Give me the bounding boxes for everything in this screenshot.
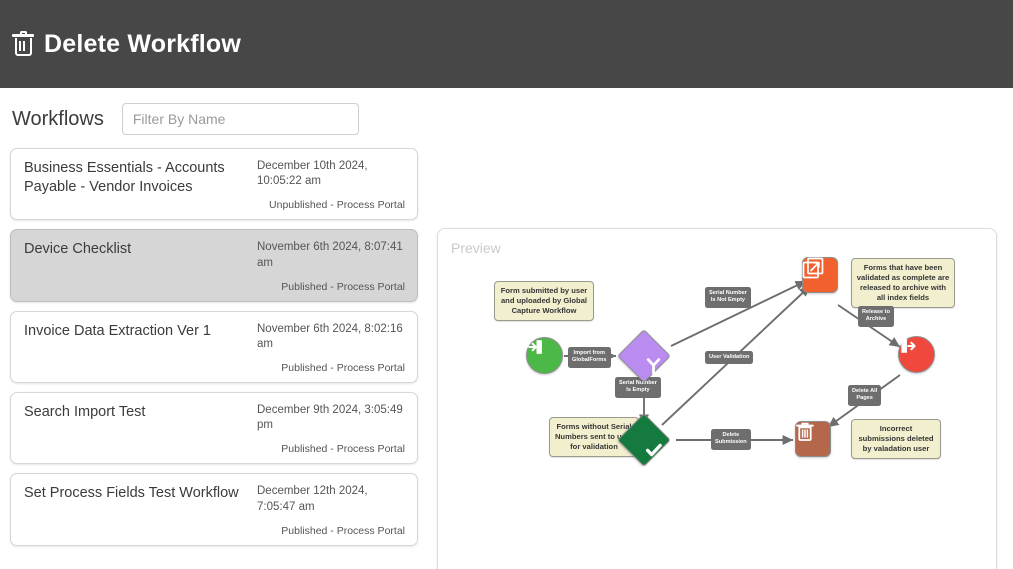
edge-label-delete-submission: Delete Submission — [711, 429, 751, 450]
workflow-date: December 12th 2024, 7:05:47 am — [257, 485, 368, 513]
workflow-name-cell: Invoice Data Extraction Ver 1 — [24, 322, 257, 374]
edge-label-serial-empty: Serial Number Is Empty — [615, 377, 661, 398]
page-title: Delete Workflow — [44, 29, 242, 58]
note-form-submitted: Form submitted by user and uploaded by G… — [494, 281, 594, 322]
workflow-date: November 6th 2024, 8:02:16 am — [257, 322, 403, 350]
workflow-date: December 10th 2024, 10:05:22 am — [257, 160, 368, 188]
workflow-meta-cell: December 9th 2024, 3:05:49 pm Published -… — [257, 403, 405, 455]
workflow-name-cell: Search Import Test — [24, 403, 257, 455]
workflow-list-item[interactable]: Business Essentials - Accounts Payable -… — [10, 148, 418, 221]
edge-label-serial-not-empty: Serial Number Is Not Empty — [705, 287, 751, 308]
workflow-list-item[interactable]: Search Import Test December 9th 2024, 3:0… — [10, 392, 418, 465]
diagram-node-archive[interactable] — [802, 257, 838, 293]
workflow-status: Unpublished - Process Portal — [269, 199, 405, 212]
dialog-body: Workflows Business Essentials - Accounts… — [0, 88, 1013, 569]
workflow-meta-cell: November 6th 2024, 8:07:41 am Published -… — [257, 240, 405, 292]
app-header: Delete Workflow — [0, 0, 1013, 88]
list-header: Workflows — [0, 88, 426, 135]
note-incorrect-submissions: Incorrect submissions deleted by valadat… — [851, 419, 941, 460]
note-archive-release: Forms that have been validated as comple… — [851, 258, 955, 309]
workflow-meta-cell: December 12th 2024, 7:05:47 am Published … — [257, 484, 405, 536]
workflow-name: Set Process Fields Test Workflow — [24, 485, 239, 502]
edge-label-delete-all-pages: Delete All Pages — [848, 385, 882, 406]
preview-label: Preview — [451, 240, 501, 256]
edge-label-import-globalforms: Import from GlobalForms — [568, 347, 611, 368]
diagram-node-validate[interactable] — [617, 413, 671, 467]
workflow-status: Published - Process Portal — [281, 443, 405, 456]
workflow-meta-cell: December 10th 2024, 10:05:22 am Unpublish… — [257, 159, 405, 211]
diagram-node-split[interactable] — [617, 329, 671, 383]
workflow-list-panel: Workflows Business Essentials - Accounts… — [0, 88, 426, 546]
diagram-node-start[interactable] — [526, 337, 563, 374]
workflow-status: Published - Process Portal — [281, 362, 405, 375]
workflow-name: Search Import Test — [24, 404, 146, 421]
workflow-list-item[interactable]: Invoice Data Extraction Ver 1 November 6t… — [10, 310, 418, 384]
workflow-name-cell: Device Checklist — [24, 240, 257, 292]
list-title: Workflows — [12, 107, 104, 130]
workflow-list-item[interactable]: Set Process Fields Test Workflow December… — [10, 473, 418, 546]
edge-label-user-validation: User Validation — [705, 351, 754, 365]
workflow-name: Business Essentials - Accounts Payable -… — [24, 160, 225, 196]
workflow-meta-cell: November 6th 2024, 8:02:16 am Published -… — [257, 322, 405, 374]
workflow-name-cell: Business Essentials - Accounts Payable -… — [24, 159, 257, 211]
workflow-diagram: Form submitted by user and uploaded by G… — [438, 229, 996, 569]
workflow-name: Invoice Data Extraction Ver 1 — [24, 322, 211, 339]
workflow-date: November 6th 2024, 8:07:41 am — [257, 241, 403, 269]
preview-panel: Preview — [437, 228, 997, 569]
edge-label-release-to-archive: Release to Archive — [858, 306, 894, 327]
workflow-status: Published - Process Portal — [281, 524, 405, 537]
workflow-name-cell: Set Process Fields Test Workflow — [24, 484, 257, 536]
filter-by-name-input[interactable] — [121, 103, 359, 135]
trash-icon — [12, 31, 34, 57]
diagram-node-delete[interactable] — [795, 421, 831, 457]
workflow-list-item[interactable]: Device Checklist November 6th 2024, 8:07:… — [10, 229, 418, 302]
workflow-name: Device Checklist — [24, 241, 132, 258]
workflow-date: December 9th 2024, 3:05:49 pm — [257, 404, 403, 432]
diagram-node-exit[interactable] — [898, 336, 935, 373]
workflow-status: Published - Process Portal — [281, 280, 405, 293]
workflow-list: Business Essentials - Accounts Payable -… — [10, 148, 418, 546]
